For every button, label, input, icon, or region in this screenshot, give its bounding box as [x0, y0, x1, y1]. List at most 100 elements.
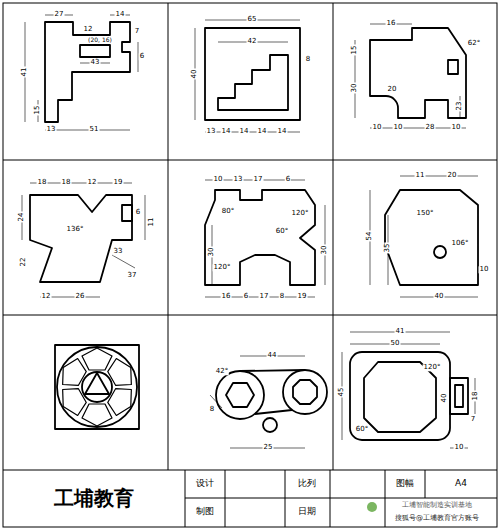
title-cell: 图幅	[395, 479, 415, 488]
drawing-stroke	[30, 22, 478, 440]
drawing-stroke	[218, 55, 288, 110]
dimension-text: 60°	[355, 426, 369, 433]
dimension-text: 14	[239, 128, 250, 135]
title-cell: 设计	[195, 479, 215, 488]
drawing-stroke	[168, 3, 169, 470]
dimension-text: 26	[75, 293, 86, 300]
drawing-stroke	[283, 370, 327, 414]
dimension-text: 62°	[467, 40, 481, 47]
drawing-stroke	[240, 370, 305, 371]
dimension-text: 6	[285, 176, 291, 183]
dimension-text: 10	[451, 124, 462, 131]
watermark: 搜狐号@工埔教育官方账号	[394, 515, 480, 522]
dimension-text: 14	[115, 11, 126, 18]
dimension-text: 20	[447, 172, 458, 179]
dimension-text: 136°	[66, 226, 85, 233]
dimension-text: 44	[267, 352, 278, 359]
dimension-text: 16	[386, 20, 397, 27]
dimension-text: 120°	[213, 264, 232, 271]
drawing-stroke	[342, 332, 475, 448]
drawing-stroke	[370, 176, 478, 297]
drawing-stroke	[25, 15, 138, 130]
drawing-stroke	[333, 3, 334, 470]
dimension-text: 28	[425, 124, 436, 131]
dimension-text: 10	[454, 444, 465, 451]
drawing-stroke	[122, 205, 132, 221]
drawing-stroke	[185, 498, 497, 499]
dimension-text: 106°	[451, 240, 470, 247]
drawing-stroke	[3, 3, 497, 527]
title-cell: 制图	[195, 507, 215, 516]
drawing-stroke	[56, 348, 139, 426]
dimension-text: 7	[134, 28, 140, 35]
dimension-text: 8	[279, 293, 285, 300]
dimension-text: 11	[148, 217, 155, 228]
dimension-text: 60°	[275, 228, 289, 235]
dimension-text: 43	[90, 59, 101, 66]
drawing-stroke	[370, 28, 466, 118]
drawing-stroke	[355, 24, 466, 128]
drawing-stroke	[82, 372, 112, 402]
dimension-text: 6	[139, 53, 145, 60]
dimension-text: 18	[472, 391, 479, 402]
dimension-text: 14	[277, 128, 288, 135]
drawing-stroke	[56, 383, 90, 420]
title-cell: 日期	[297, 507, 317, 516]
drawing-stroke	[226, 383, 254, 407]
title-cell: 比列	[297, 479, 317, 488]
drawing-stroke	[3, 160, 497, 161]
drawing-stroke	[385, 190, 478, 285]
dimension-text: 12	[41, 293, 52, 300]
wechat-icon	[367, 502, 377, 512]
dimension-text: 23	[456, 101, 463, 112]
drawing-stroke	[3, 470, 497, 471]
dimension-text: 13	[206, 128, 217, 135]
drawing-stroke	[30, 195, 132, 282]
drawing-stroke	[85, 373, 109, 394]
dimension-text: 10	[213, 176, 224, 183]
dimension-text: 33	[113, 248, 124, 255]
drawing-stroke	[450, 378, 468, 414]
dimension-text: 14	[221, 128, 232, 135]
dimension-text: 40	[441, 393, 448, 404]
drawing-stroke	[22, 183, 145, 297]
drawing-stroke	[56, 355, 90, 392]
dimension-text: 65	[247, 16, 258, 23]
drawing-stroke	[216, 371, 264, 419]
drawing-stroke	[104, 355, 138, 392]
dimension-text: 16	[221, 293, 232, 300]
dimension-text: 40	[434, 293, 445, 300]
dimension-text: 30	[321, 245, 328, 256]
drawing-stroke	[82, 348, 112, 370]
dimension-text: 8	[305, 56, 311, 63]
drawing-stroke	[210, 356, 305, 448]
dimension-text: 27	[54, 11, 65, 18]
dimension-text: 14	[257, 128, 268, 135]
dimension-text: 17	[259, 293, 270, 300]
dimension-text: 19	[113, 179, 124, 186]
dimension-text: 18	[61, 179, 72, 186]
dimension-text: 41	[21, 67, 28, 78]
dimension-text: 30	[351, 83, 358, 94]
drawing-stroke	[455, 385, 463, 407]
drawing-stroke	[330, 470, 331, 527]
dimension-text: 150°	[416, 210, 435, 217]
drawing-stroke	[350, 352, 450, 440]
drawing-stroke	[205, 190, 315, 285]
dimension-text: 22	[20, 257, 27, 268]
title-cell: A4	[454, 479, 468, 488]
dimension-text: 6	[135, 209, 141, 216]
dimension-text: 41	[395, 328, 406, 335]
dimension-text: 15	[34, 105, 41, 116]
drawing-stroke	[185, 470, 186, 527]
dimension-text: 51	[89, 126, 100, 133]
drawing-stroke	[45, 22, 130, 122]
drawing-stroke	[55, 345, 139, 429]
dimension-text: 25	[263, 444, 274, 451]
drawing-stroke	[3, 3, 497, 527]
dimension-text: 37	[127, 272, 138, 279]
dimension-text: (20, 16)	[87, 37, 113, 43]
dimension-text: 7	[470, 416, 476, 423]
drawing-stroke	[225, 470, 226, 527]
